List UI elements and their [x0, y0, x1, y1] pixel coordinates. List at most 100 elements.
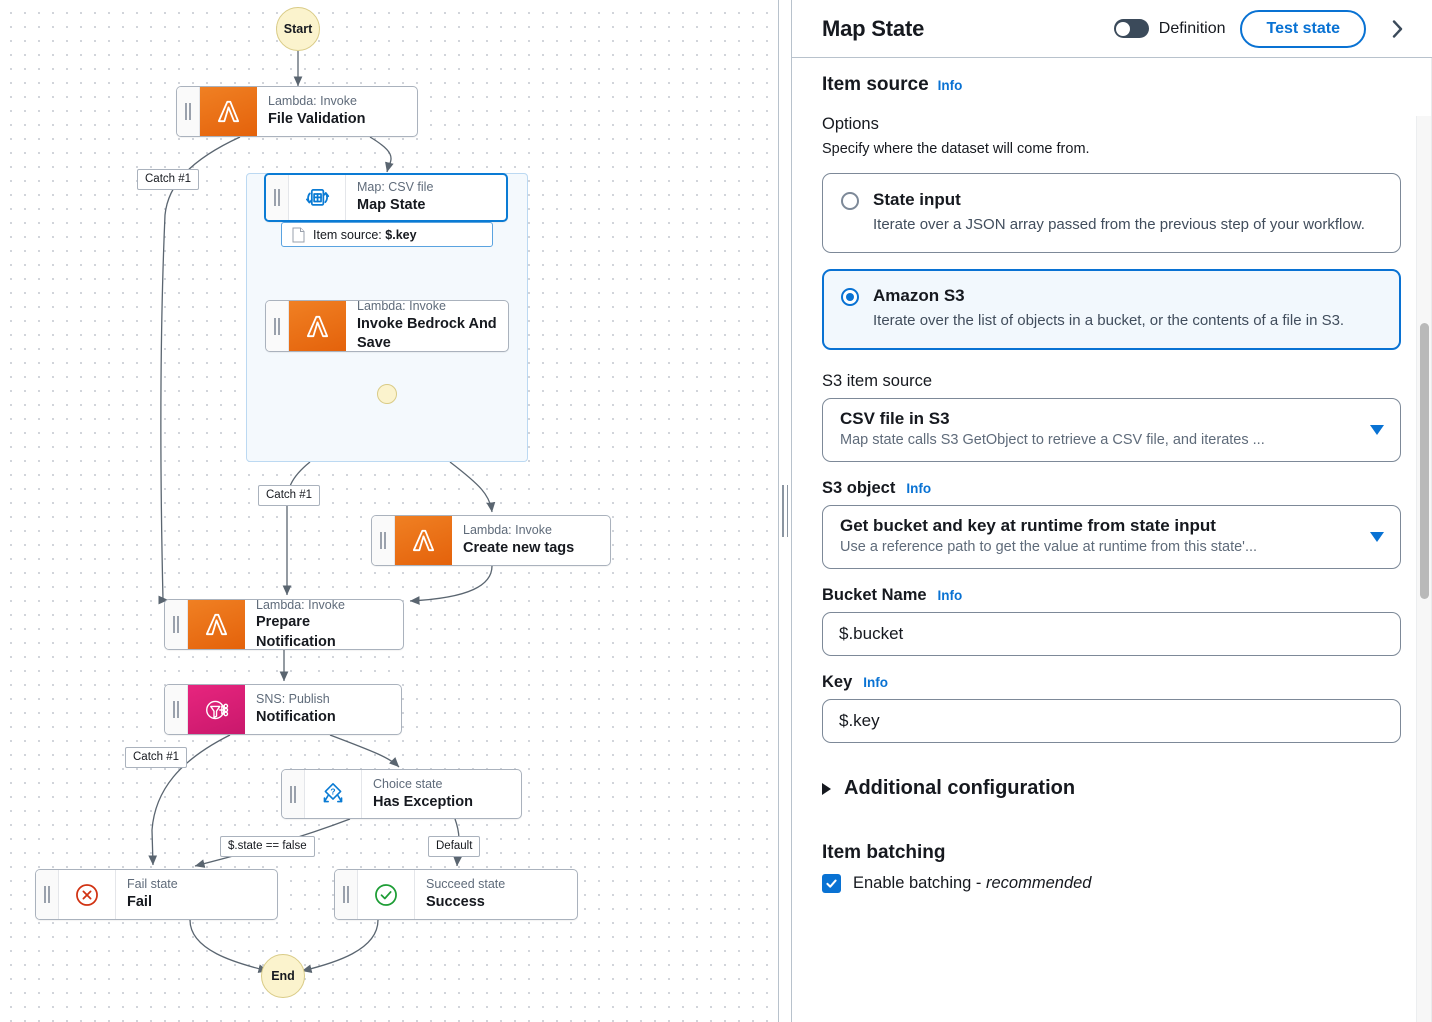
drag-handle-icon[interactable]: [36, 870, 59, 919]
enable-batching-label: Enable batching - recommended: [853, 874, 1092, 893]
state-type-label: Choice state: [373, 776, 443, 791]
map-csv-icon: [289, 175, 346, 220]
edge-label-catch-1-b[interactable]: Catch #1: [258, 485, 321, 506]
resize-grip-icon: [782, 485, 788, 537]
start-label: Start: [283, 22, 313, 36]
radio-icon[interactable]: [841, 192, 859, 210]
enable-batching-checkbox-row[interactable]: Enable batching - recommended: [822, 874, 1401, 894]
radio-title: Amazon S3: [873, 286, 965, 306]
panel-scrollbar-thumb[interactable]: [1420, 323, 1429, 599]
panel-title: Map State: [822, 15, 925, 41]
info-link-bucket-name[interactable]: Info: [937, 588, 963, 604]
state-type-label: SNS: Publish: [256, 692, 330, 707]
radio-description: Iterate over the list of objects in a bu…: [873, 312, 1345, 330]
start-node[interactable]: Start: [276, 7, 320, 51]
drag-handle-icon[interactable]: [165, 685, 188, 734]
state-type-label: Lambda: Invoke: [463, 523, 552, 538]
state-name-label: Prepare Notification: [256, 614, 336, 650]
radio-option-state-input[interactable]: State input Iterate over a JSON array pa…: [822, 173, 1401, 254]
end-label: End: [271, 969, 295, 983]
state-node-notification[interactable]: SNS: Publish Notification: [164, 684, 402, 735]
s3-object-select[interactable]: Get bucket and key at runtime from state…: [822, 505, 1401, 570]
definition-toggle-label: Definition: [1158, 19, 1226, 37]
map-inner-end-node: [377, 384, 397, 404]
select-value: Get bucket and key at runtime from state…: [840, 516, 1216, 536]
state-node-success[interactable]: Succeed state Success: [334, 869, 578, 920]
drag-handle-icon[interactable]: [335, 870, 358, 919]
choice-state-icon: ?: [305, 770, 362, 818]
state-node-invoke-bedrock-and-save[interactable]: Lambda: Invoke Invoke Bedrock And Save: [265, 300, 509, 352]
state-type-label: Fail state: [127, 877, 178, 892]
state-node-file-validation[interactable]: Lambda: Invoke File Validation: [176, 86, 418, 137]
state-type-label: Lambda: Invoke: [357, 300, 446, 313]
lambda-icon: [188, 600, 245, 649]
panel-body[interactable]: Item source Info Options Specify where t…: [792, 58, 1432, 1022]
drag-handle-icon[interactable]: [266, 301, 289, 351]
s3-object-label: S3 object Info: [822, 479, 932, 498]
document-icon: [292, 227, 305, 242]
drag-handle-icon[interactable]: [266, 175, 289, 220]
state-node-map-state[interactable]: Map: CSV file Map State: [264, 173, 508, 222]
key-input[interactable]: [822, 699, 1401, 744]
panel-resize-handle[interactable]: [778, 0, 792, 1022]
state-name-label: Fail: [127, 894, 152, 911]
item-batching-heading: Item batching: [822, 842, 946, 864]
edge-label-catch-1-a[interactable]: Catch #1: [137, 169, 200, 190]
additional-configuration-label: Additional configuration: [844, 777, 1076, 800]
triangle-right-icon: [822, 782, 831, 795]
chevron-right-icon[interactable]: [1381, 12, 1414, 46]
lambda-icon: [289, 301, 346, 351]
end-node[interactable]: End: [261, 954, 305, 998]
state-name-label: Notification: [256, 709, 336, 726]
state-node-create-new-tags[interactable]: Lambda: Invoke Create new tags: [371, 515, 611, 566]
state-node-has-exception[interactable]: ? Choice state Has Exception: [281, 769, 522, 819]
state-name-label: Create new tags: [463, 540, 575, 557]
s3-item-source-select[interactable]: CSV file in S3 Map state calls S3 GetObj…: [822, 397, 1401, 463]
state-name-label: Map State: [357, 197, 426, 214]
state-node-fail[interactable]: Fail state Fail: [35, 869, 278, 920]
definition-toggle[interactable]: Definition: [1113, 19, 1226, 38]
checkbox-checked-icon[interactable]: [822, 874, 841, 894]
map-item-source-bar[interactable]: Item source: $.key: [281, 222, 493, 247]
radio-icon-selected[interactable]: [841, 288, 859, 307]
state-name-label: File Validation: [268, 111, 366, 128]
drag-handle-icon[interactable]: [282, 770, 305, 818]
item-source-heading-text: Item source: [822, 74, 929, 95]
info-link-key[interactable]: Info: [863, 675, 889, 691]
state-type-label: Lambda: Invoke: [268, 94, 357, 109]
bucket-name-input[interactable]: [822, 612, 1401, 657]
state-type-label: Map: CSV file: [357, 180, 434, 195]
additional-configuration-accordion[interactable]: Additional configuration: [822, 777, 1401, 800]
toggle-switch-icon[interactable]: [1113, 19, 1149, 38]
panel-scrollbar-track[interactable]: [1416, 116, 1431, 1022]
drag-handle-icon[interactable]: [372, 516, 395, 565]
state-type-label: Lambda: Invoke: [256, 599, 345, 612]
key-label: Key Info: [822, 673, 889, 692]
drag-handle-icon[interactable]: [177, 87, 200, 136]
chevron-down-icon[interactable]: [1370, 532, 1384, 543]
test-state-button[interactable]: Test state: [1240, 9, 1366, 48]
bucket-name-label: Bucket Name Info: [822, 586, 963, 605]
state-type-label: Succeed state: [426, 877, 506, 892]
fail-state-icon: [59, 870, 116, 919]
options-description: Specify where the dataset will come from…: [822, 141, 1090, 157]
radio-title: State input: [873, 190, 961, 209]
info-link-item-source[interactable]: Info: [937, 78, 963, 93]
state-name-label: Invoke Bedrock And Save: [357, 315, 497, 352]
chevron-down-icon[interactable]: [1370, 424, 1384, 435]
state-name-label: Success: [426, 894, 485, 911]
select-value-description: Use a reference path to get the value at…: [840, 538, 1258, 555]
workflow-canvas[interactable]: Start Lambda: Invoke File Validation: [0, 0, 778, 1022]
radio-option-amazon-s3[interactable]: Amazon S3 Iterate over the list of objec…: [822, 269, 1401, 350]
edge-label-catch-1-c[interactable]: Catch #1: [125, 747, 188, 768]
edge-label-choice-false[interactable]: $.state == false: [220, 836, 315, 857]
state-node-prepare-notification[interactable]: Lambda: Invoke Prepare Notification: [164, 599, 404, 650]
state-name-label: Has Exception: [373, 793, 473, 810]
select-value: CSV file in S3: [840, 408, 950, 428]
lambda-icon: [200, 87, 257, 136]
drag-handle-icon[interactable]: [165, 600, 188, 649]
lambda-icon: [395, 516, 452, 565]
edge-label-choice-default[interactable]: Default: [428, 836, 481, 857]
info-link-s3-object[interactable]: Info: [906, 481, 932, 497]
